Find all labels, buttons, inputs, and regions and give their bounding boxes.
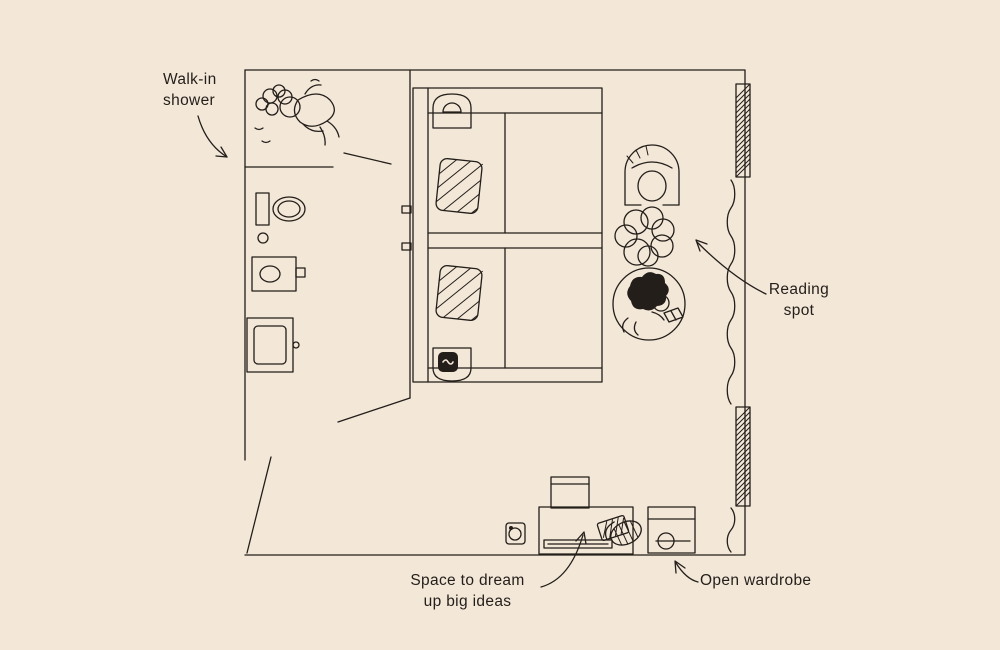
vanity-icon	[246, 317, 300, 373]
desk-icon	[538, 476, 634, 555]
pillow-icon	[435, 157, 483, 215]
reading-spot-label: Reading spot	[768, 281, 830, 319]
bathroom-door-icon	[337, 397, 411, 423]
open-wardrobe-label: Open wardrobe	[700, 572, 812, 589]
plant-icon	[614, 206, 675, 267]
wall-sconce-icon	[401, 205, 412, 214]
shower-person-icon	[254, 78, 340, 146]
toilet-icon	[255, 192, 306, 244]
entry-door-icon	[246, 456, 272, 554]
twin-bed-icon	[401, 87, 603, 383]
nightstand-icon	[432, 93, 472, 129]
wall-sconce-icon	[401, 242, 412, 251]
armchair-icon	[624, 144, 680, 206]
desk-note-arrow-icon	[540, 531, 587, 588]
keyboard-icon	[596, 514, 630, 542]
walls	[244, 69, 746, 556]
wardrobe-icon	[647, 506, 696, 554]
desk-note-label: Space to dream up big ideas	[410, 572, 525, 610]
bedside-lamp-icon	[442, 102, 462, 113]
open-wardrobe-arrow-icon	[674, 560, 699, 583]
reading-spot-arrow-icon	[695, 239, 767, 295]
window-icon	[735, 83, 751, 178]
window-icon	[735, 406, 751, 507]
reading-person-icon	[622, 272, 684, 336]
rug-icon	[612, 267, 686, 341]
nightstand-icon	[432, 347, 472, 382]
curtain-icon	[726, 179, 736, 553]
pillow-icon	[435, 264, 483, 322]
trash-bin-icon	[505, 522, 526, 545]
walk-in-shower-arrow-icon	[197, 115, 228, 158]
desk-chair-icon	[604, 520, 642, 546]
sink-icon	[251, 256, 306, 292]
shower-glass-door-icon	[343, 152, 392, 165]
desk-shelf-icon	[550, 476, 590, 509]
walk-in-shower-label: Walk-in shower	[163, 71, 217, 109]
